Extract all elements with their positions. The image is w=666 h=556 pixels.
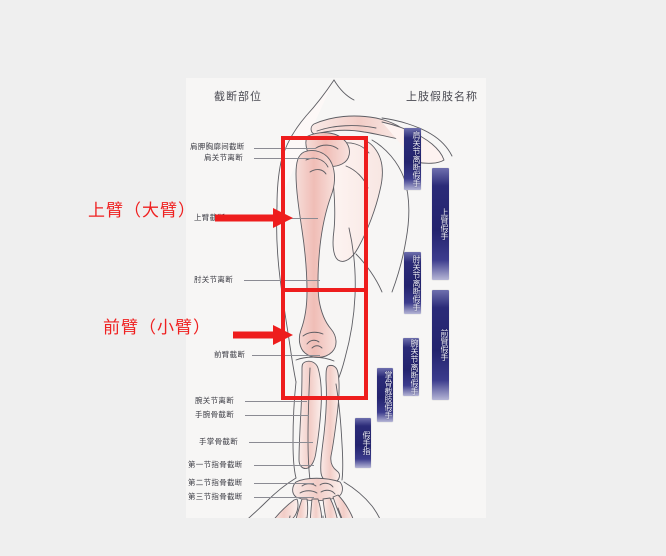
prosthesis-name-bar [403,338,419,396]
prosthesis-name-text: 前臂假手 [440,329,449,361]
amputation-site-label: 前臂截断 [214,350,246,359]
annotation-label: 上臂（大臂） [88,201,196,221]
amputation-site-label: 第三节指骨截断 [188,492,243,501]
amputation-site-label: 腕关节离断 [195,396,234,405]
prosthesis-name-text: 假手指 [362,431,371,455]
amputation-site-label: 手掌骨截断 [199,437,238,446]
prosthesis-name-text: 上臂假手 [440,208,449,240]
upper-limb-anatomy-illustration [248,79,453,518]
column-header-prosthesis-name: 上肢假肢名称 [406,90,478,103]
leader-line [252,355,320,356]
amputation-site-label: 肩关节离断 [204,153,243,162]
prosthesis-name-bar [404,128,421,190]
forearm-highlight [281,288,368,400]
prosthesis-name-text: 肘关节离断假手 [412,255,421,311]
annotation-label: 前臂（小臂） [103,318,211,338]
amputation-site-label: 第一节指骨截断 [188,460,243,469]
prosthesis-name-text: 掌骨截肢假手 [384,371,393,419]
amputation-site-label: 第二节指骨截断 [188,478,243,487]
prosthesis-name-bar [377,368,393,422]
leader-line [254,483,314,484]
leader-line [249,442,313,443]
leader-line [245,415,309,416]
leader-line [254,148,316,149]
annotation-arrow-icon [215,208,293,228]
prosthesis-name-bar [432,168,449,280]
amputation-site-label: 手腕骨截断 [195,410,234,419]
upper-arm-highlight [281,136,368,292]
leader-line [254,158,316,159]
prosthesis-name-text: 肩关节离断假手 [412,131,421,187]
amputation-site-label: 肩胛胸廓间截断 [190,142,245,151]
annotation-arrow-icon [233,325,293,345]
leader-line [245,401,307,402]
prosthesis-name-bar [355,418,371,468]
amputation-site-label: 上臂截断 [194,213,226,222]
prosthesis-name-bar [404,252,421,314]
leader-line [254,497,314,498]
prosthesis-name-text: 腕关节离断假手 [410,339,419,395]
prosthesis-name-bar [432,290,449,400]
amputation-site-label: 肘关节离断 [194,275,233,284]
column-header-amputation-site: 截断部位 [214,90,262,103]
leader-line [254,465,314,466]
